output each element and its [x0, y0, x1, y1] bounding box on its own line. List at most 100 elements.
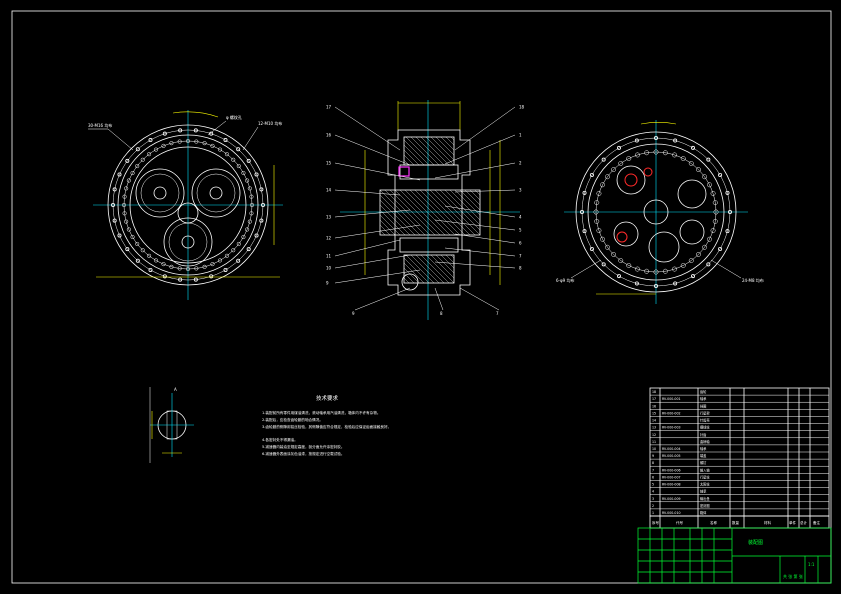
technical-requirements: 技术要求 1.装配前所有零件用煤油清洗，滚动轴承用汽油清洗，箱体内不许有杂物。 … [262, 394, 391, 456]
pin-tooth [680, 263, 686, 268]
hatch-line [430, 136, 455, 161]
hatch-line [379, 209, 406, 236]
tech-note-2: 2.装配后，应检查齿轮副的啮合情况。 [262, 417, 323, 422]
pin-tooth [713, 209, 719, 215]
section-part-number-right: 1 [519, 133, 522, 138]
pin-tooth [231, 248, 236, 253]
planet-gear-right [191, 168, 241, 218]
part-name: 输入轴 [700, 467, 710, 472]
pin-tooth [140, 248, 145, 253]
pin-tooth [224, 152, 230, 157]
section-part-number-left: 10 [326, 266, 332, 271]
section-leader-right [444, 205, 516, 218]
bolt-hole [582, 190, 587, 195]
pin-tooth [210, 262, 215, 267]
pin-tooth [124, 186, 129, 191]
part-number: 11 [652, 440, 656, 444]
bolt-hole [254, 172, 259, 177]
section-part-number-left: 14 [326, 188, 332, 193]
bolt-hole [673, 138, 678, 143]
parts-header-cell: 名称 [710, 520, 718, 525]
part-number: 6 [652, 475, 654, 479]
planet-gear-bottom-bore [181, 235, 195, 249]
part-code: RV-000-003 [662, 426, 681, 430]
pin-tooth [217, 147, 223, 152]
hatch-line [434, 189, 481, 236]
hatch-line [450, 254, 455, 259]
pin-tooth [247, 186, 252, 191]
part-number: 10 [652, 447, 656, 451]
bolt-hole [601, 157, 606, 162]
hatch-line [474, 189, 481, 196]
bolt-hole [117, 172, 122, 177]
section-part-number-bottom: 9 [352, 311, 355, 316]
pin-tooth [185, 266, 191, 272]
section-hatching [379, 136, 481, 284]
section-leader-bottom [354, 287, 411, 311]
rear-center-bore [643, 199, 669, 225]
pin-tooth [245, 227, 250, 232]
part-name: 行星轮 [700, 474, 710, 479]
hatch-line [403, 144, 425, 166]
bolt-hole [223, 138, 228, 143]
hatch-line [379, 204, 411, 236]
section-housing-outline [387, 129, 471, 296]
pin-tooth [710, 228, 716, 233]
part-number: 7 [652, 468, 654, 472]
parts-header-cells: 序号代号名称数量材料单件总计备注 [652, 520, 821, 525]
rear-callout-leader-2 [710, 259, 742, 279]
pin-tooth [249, 202, 255, 208]
bolt-hole [254, 233, 259, 238]
section-leader-left [334, 254, 411, 269]
part-name: 轴承 [700, 489, 707, 494]
pin-tooth [122, 194, 127, 199]
hatch-line [464, 189, 481, 206]
pin-tooth [194, 139, 199, 144]
pin-tooth [161, 262, 166, 267]
part-name: 行星架 [700, 410, 710, 415]
detail-view: A [149, 387, 194, 463]
pin-tooth [710, 191, 716, 196]
part-code: RV-000-006 [662, 468, 681, 472]
pin-tooth [217, 258, 223, 263]
part-number: 2 [652, 504, 654, 508]
part-name: 太阳轮 [700, 482, 710, 487]
pin-tooth [702, 244, 707, 250]
front-view-pin-circle [123, 140, 253, 270]
bolt-hole [728, 209, 733, 215]
hatch-line [399, 189, 446, 236]
section-leader-right [444, 134, 516, 165]
pin-tooth [169, 141, 174, 146]
hatch-line [424, 189, 471, 236]
hatch-line [420, 136, 450, 166]
section-part-number-bottom: 7 [496, 311, 499, 316]
bolt-hole [236, 147, 241, 152]
section-leader-bottom [434, 287, 444, 311]
section-leader-right [454, 233, 516, 244]
section-leader-left [334, 224, 421, 239]
pin-tooth [169, 264, 174, 269]
hatch-line [403, 139, 430, 166]
part-number: 15 [652, 411, 656, 415]
planet-gear-left-root [140, 173, 180, 213]
front-callout-leader-3 [242, 126, 259, 151]
section-leader-right [444, 247, 516, 257]
section-leader-left [334, 239, 401, 257]
part-code: RV-000-007 [662, 475, 681, 479]
pin-tooth [600, 182, 605, 188]
bolt-hole [634, 138, 639, 143]
title-block-grid [638, 528, 732, 583]
tech-note-4: 4.各密封处不得漏油。 [262, 437, 298, 442]
bolt-hole [653, 136, 659, 141]
section-leader-right [454, 106, 516, 151]
pin-tooth [153, 147, 159, 152]
rear-crank-marker-3 [616, 231, 628, 243]
pin-tooth [236, 163, 241, 169]
hatch-line [449, 189, 481, 221]
parts-header-cell: 代号 [676, 520, 684, 525]
bolt-hole [162, 274, 167, 279]
section-part-number-left: 17 [326, 105, 332, 110]
hatch-line [404, 189, 451, 236]
pin-tooth [124, 219, 129, 224]
